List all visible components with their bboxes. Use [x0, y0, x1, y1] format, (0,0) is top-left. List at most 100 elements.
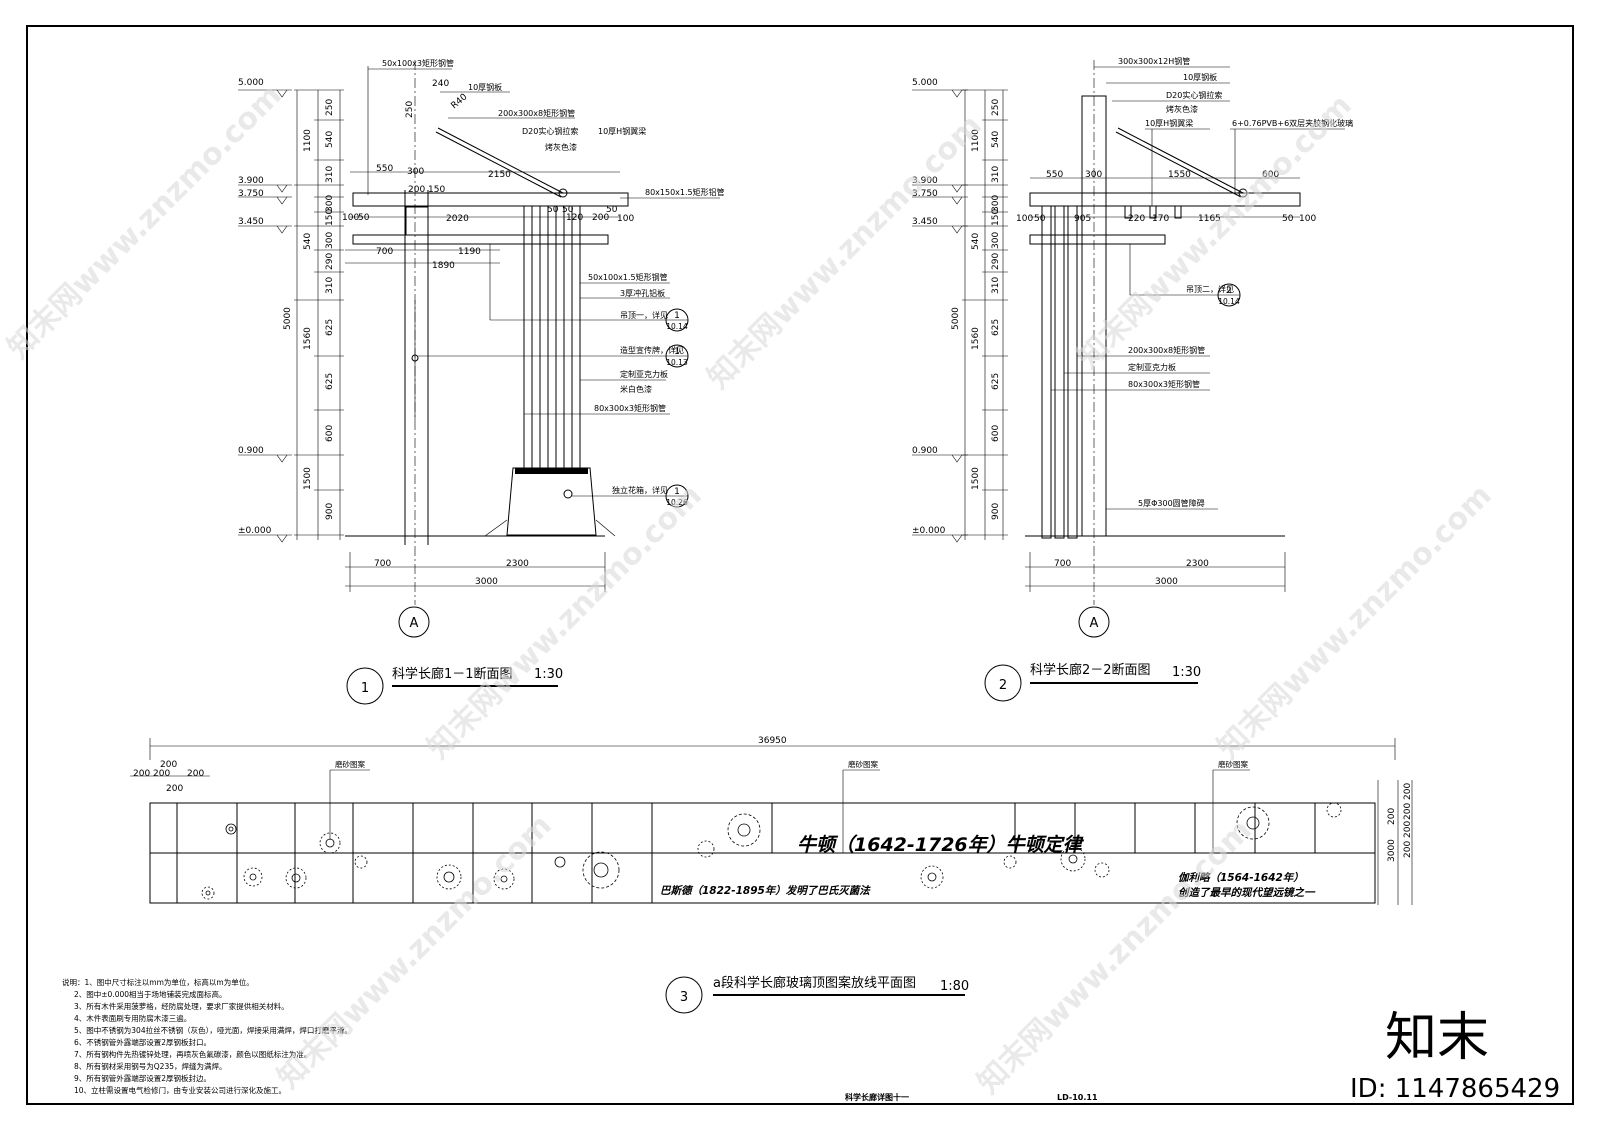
hdim: 200 [592, 213, 609, 223]
pattern-label: 磨砂图案 [848, 759, 878, 769]
hdim: 2020 [446, 214, 469, 224]
vdim: 250 [325, 99, 335, 116]
hdim: 100 [617, 214, 634, 224]
pattern-leaders: 磨砂图案 磨砂图案 磨砂图案 [329, 759, 1250, 853]
scale: 1:80 [940, 979, 969, 994]
vdim: 5000 [283, 307, 293, 330]
glass-panel-grid [176, 803, 1316, 903]
hdim: 200 [408, 185, 425, 195]
vdim: 5000 [951, 307, 961, 330]
vdim: 150 [325, 209, 335, 226]
hdim: 50 [1034, 214, 1046, 224]
annotation: 米白色漆 [620, 384, 652, 394]
page-title: a段科学长廊玻璃顶图案放线平面图 [713, 975, 916, 991]
elev: 3.450 [912, 217, 938, 227]
hdim: 2300 [506, 559, 529, 569]
vdim: 3000 [1387, 839, 1397, 862]
hdim: 200 [153, 769, 170, 779]
elev-0000: ±0.000 [238, 526, 272, 536]
annotation: 10厚钢板 [1183, 72, 1217, 82]
column-group [1041, 205, 1078, 539]
galileo-text-2: 创造了最早的现代望远镜之一 [1178, 886, 1316, 899]
note-line: 10、立柱需设置电气检修门，由专业安装公司进行深化及施工。 [74, 1085, 286, 1095]
hdim: 50 [1282, 214, 1294, 224]
hdim: 200 [133, 769, 150, 779]
hdim: 100 [1016, 214, 1033, 224]
axis-bubble [398, 606, 430, 638]
section-1-horizontal-dims: 240 250 R40 550 300 200 150 2150 100 50 … [342, 79, 634, 271]
vdim: 310 [991, 277, 1001, 294]
watermark: 知末网www.znzmo.com 知末网www.znzmo.com 知末网www… [1, 78, 1560, 1104]
section-1-title: 1 科学长廊1－1断面图 1:30 [346, 666, 563, 705]
sheet-name: 科学长廊详图十一 [845, 1092, 909, 1102]
hdim: 50 [562, 205, 574, 215]
lower-beam [352, 234, 609, 245]
hdim: 120 [566, 213, 583, 223]
hdim: 3000 [1155, 577, 1178, 587]
section-1-bottom-dims: 700 2300 3000 [345, 552, 606, 592]
axis-bubble [1078, 606, 1110, 638]
annotation: 200x300x8矩形钢管 [1128, 345, 1205, 355]
sheet-border [26, 25, 1574, 1105]
hdim: 300 [1085, 170, 1102, 180]
note-line: 6、不锈钢管外露端部设置2厚钢板封口。 [74, 1037, 211, 1047]
hdim: 700 [374, 559, 391, 569]
vdim: 1100 [971, 129, 981, 152]
vdim: 1100 [303, 129, 313, 152]
section-1-elevations: 5.000 3.900 3.750 3.450 0.900 ±0.000 [238, 78, 292, 543]
section-1-drawing: 5.000 3.900 3.750 3.450 0.900 ±0.000 [238, 58, 725, 705]
page-title: 科学长廊1－1断面图 [392, 666, 513, 682]
annotation: 吊顶二，详见 [1186, 284, 1234, 294]
annotation: 烤灰色漆 [545, 142, 577, 152]
hdim: 2150 [488, 170, 511, 180]
vdim: 250 [991, 99, 1001, 116]
hdim: 220 [1128, 214, 1145, 224]
note-line: 5、图中不锈钢为304拉丝不锈钢（灰色），哑光面，焊接采用满焊，焊口打磨平滑。 [74, 1025, 352, 1035]
annotation: D20实心钢拉索 [1166, 90, 1222, 100]
hdim: 1165 [1198, 214, 1221, 224]
hdim: 3000 [475, 577, 498, 587]
hdim: 240 [432, 79, 449, 89]
ref-num: 1 [674, 347, 680, 357]
annotation: 50x100x1.5矩形钢管 [588, 272, 668, 282]
title-index: 1 [361, 681, 369, 696]
note-line: 7、所有钢构件先热镀锌处理，再喷灰色氟碳漆，颜色以图纸标注为准。 [74, 1049, 311, 1059]
ref-sheet: 10.13 [666, 358, 688, 367]
overall-dim: 36950 [758, 736, 787, 746]
note-line: 3、所有木件采用菠萝格，经防腐处理，要求厂家提供相关材料。 [74, 1001, 289, 1011]
hdim: 905 [1074, 214, 1091, 224]
vdim: 600 [991, 425, 1001, 442]
section-2-vertical-dims: 250 540 310 300 150 300 540 290 310 625 … [951, 89, 1008, 540]
galileo-text-1: 伽利略（1564-1642年） [1178, 871, 1304, 884]
annotation: 定制亚克力板 [1128, 362, 1176, 372]
section-1-vertical-dims: 250 540 310 300 150 300 540 290 310 625 … [283, 89, 344, 540]
elev: 3.750 [912, 189, 938, 199]
hdim: 50 [358, 213, 370, 223]
annotation: 10厚H钢翼梁 [598, 126, 646, 136]
section-2-bottom-dims: 700 2300 3000 [1025, 552, 1286, 592]
note-line: 9、所有钢管外露端部设置2厚钢板封边。 [74, 1073, 211, 1083]
watermark-text: 知末网www.znzmo.com [271, 808, 559, 1096]
vdim: 150 [991, 209, 1001, 226]
elev-5000: 5.000 [238, 78, 264, 88]
vdim: 540 [325, 131, 335, 148]
annotation: 80x300x3矩形钢管 [1128, 379, 1200, 389]
annotation: 定制亚克力板 [620, 369, 668, 379]
vdim: 900 [325, 503, 335, 520]
section-2-annotations: 300x300x12H钢管 10厚钢板 D20实心钢拉索 烤灰色漆 10厚H钢翼… [1051, 56, 1353, 510]
vdim: 200 [1403, 783, 1413, 800]
ref-sheet: 10.26 [666, 498, 688, 507]
hdim: 300 [407, 167, 424, 177]
vdim: 540 [303, 233, 313, 250]
newton-text: 牛顿（1642-1726年）牛顿定律 [797, 834, 1085, 856]
vdim: 300 [991, 195, 1001, 212]
hdim: 250 [405, 101, 415, 118]
vdim: 540 [971, 233, 981, 250]
hdim: 200 [166, 784, 183, 794]
note-line: 2、图中±0.000相当于场地铺装完成面标高。 [74, 989, 227, 999]
title-index: 3 [680, 990, 688, 1005]
vdim: 310 [991, 166, 1001, 183]
vdim: 540 [991, 131, 1001, 148]
annotation: 独立花箱，详见 [612, 485, 668, 495]
